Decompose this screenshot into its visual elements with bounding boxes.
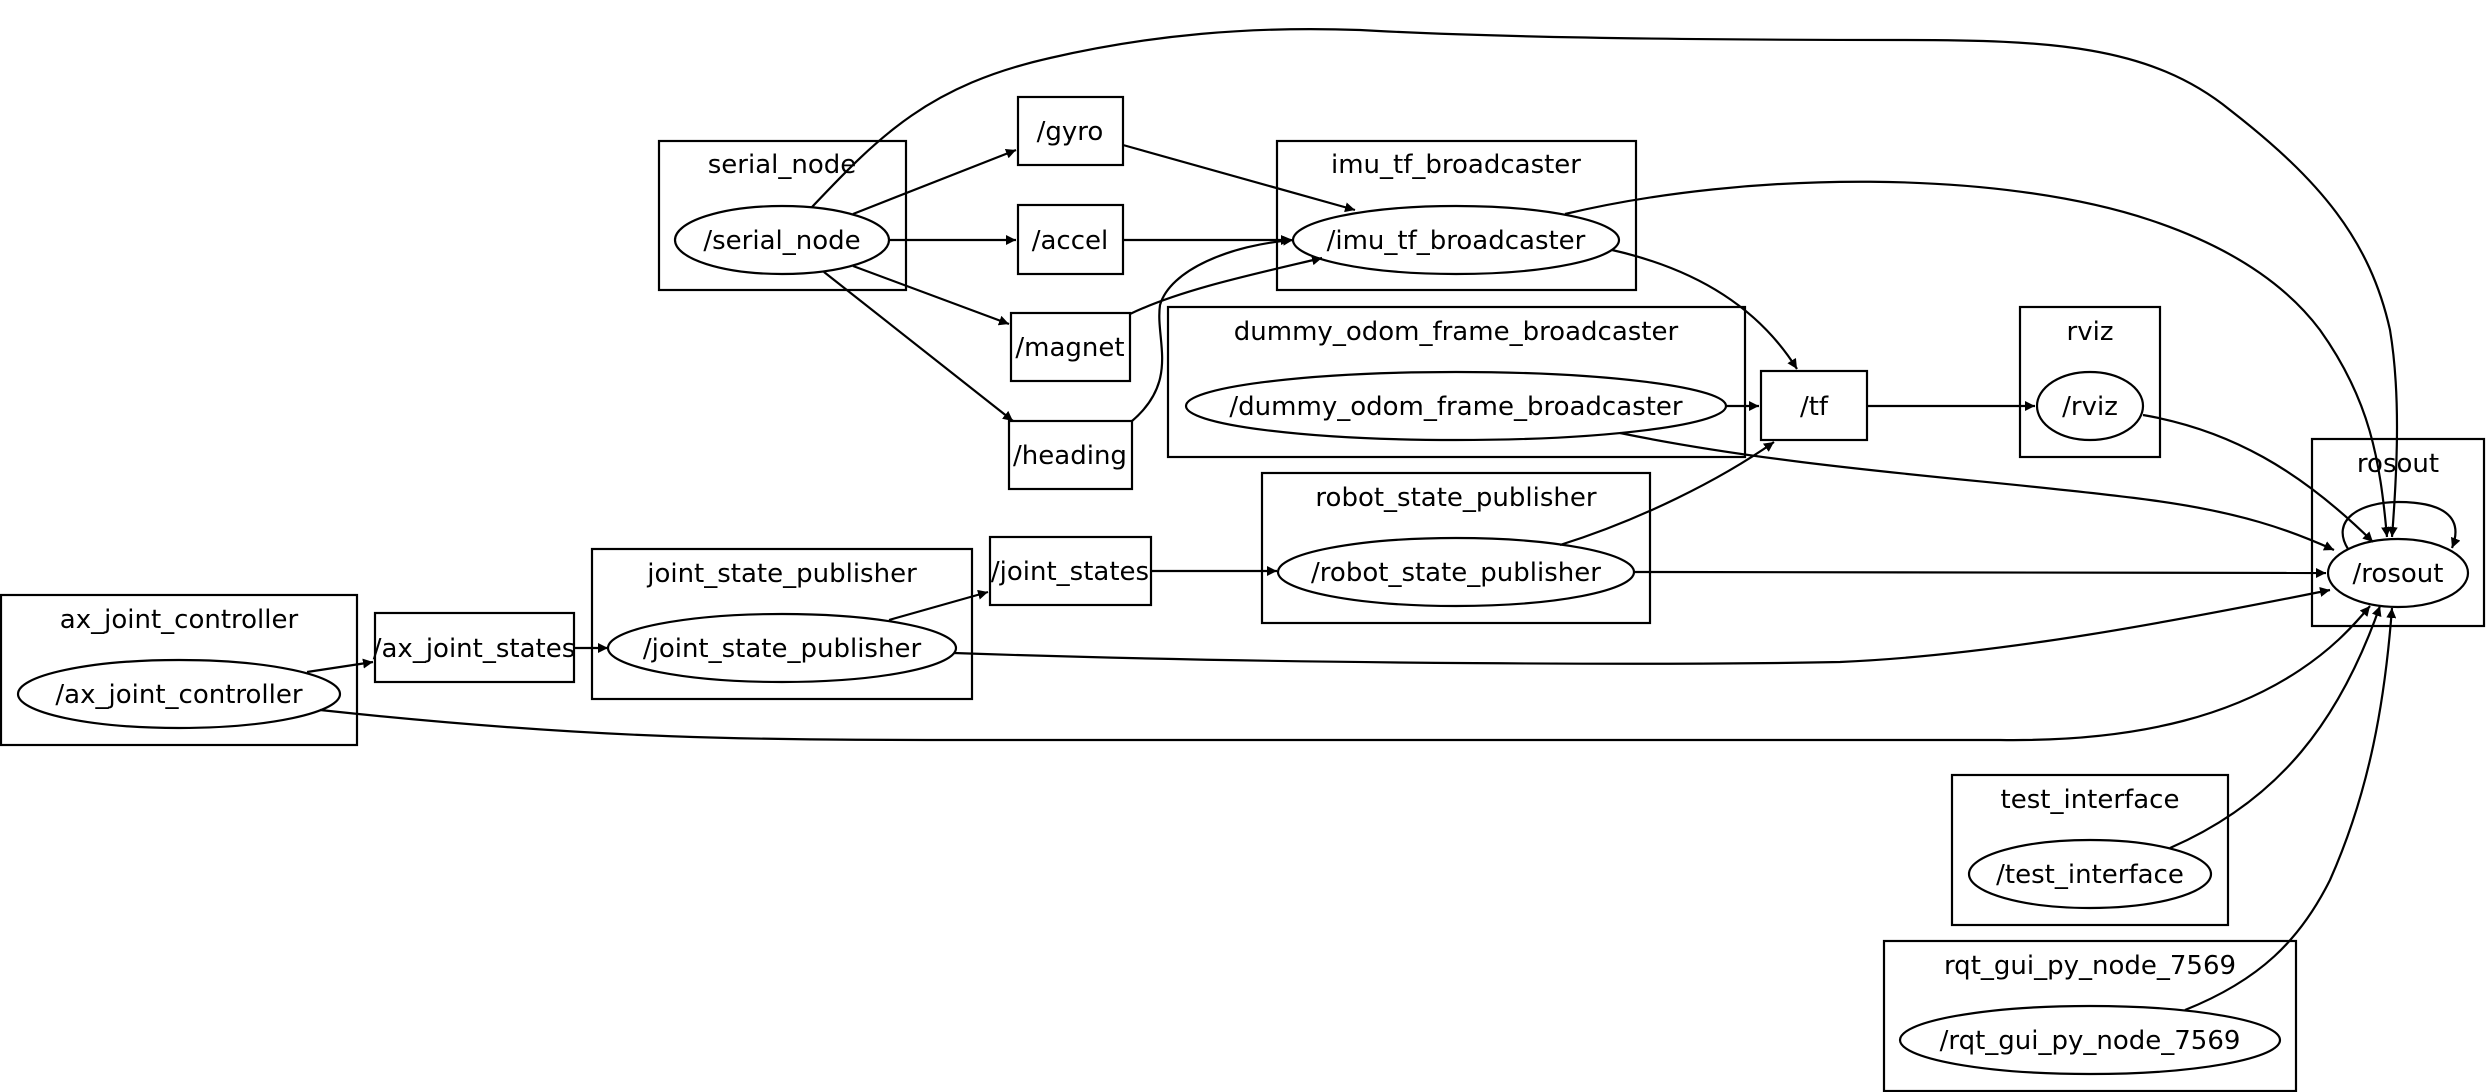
cluster-dummy-odom-frame-broadcaster: dummy_odom_frame_broadcaster [1166, 305, 1747, 459]
node-dummy-odom-frame-broadcaster[interactable]: /dummy_odom_frame_broadcaster [1184, 370, 1728, 442]
node-rqt-gui-py-node-7569[interactable]: /rqt_gui_py_node_7569 [1898, 1004, 2282, 1076]
edge-rosout-self-loop [2341, 500, 2461, 550]
node-label-ax-joint-controller: /ax_joint_controller [55, 680, 302, 710]
edge-robot-state-publisher-to-rosout [1633, 567, 2327, 578]
edge-robot-state-publisher-to-tf [1559, 441, 1775, 547]
cluster-test-interface: test_interface [1950, 773, 2230, 927]
cluster-label-rosout: rosout [2357, 449, 2439, 479]
node-imu-tf-broadcaster[interactable]: /imu_tf_broadcaster [1291, 204, 1621, 276]
edge-serial-node-to-heading [823, 271, 1014, 422]
edge-ax-joint-controller-to-rosout [319, 605, 2371, 742]
cluster-label-dummy-odom-frame-broadcaster: dummy_odom_frame_broadcaster [1234, 317, 1679, 347]
node-label-test-interface: /test_interface [1996, 860, 2184, 890]
topic-label-joint-states: /joint_states [991, 557, 1149, 587]
cluster-serial-node: serial_node [657, 139, 908, 292]
node-joint-state-publisher[interactable]: /joint_state_publisher [606, 612, 958, 684]
edge-ax-joint-controller-to-ax-joint-states [306, 658, 374, 674]
cluster-label-rviz: rviz [2067, 317, 2114, 347]
node-label-dummy-odom-frame-broadcaster: /dummy_odom_frame_broadcaster [1229, 392, 1682, 422]
edge-gyro-to-imu [1122, 143, 1356, 213]
topic-magnet[interactable]: /magnet [1009, 311, 1132, 383]
cluster-robot-state-publisher: robot_state_publisher [1260, 471, 1652, 625]
cluster-imu-tf-broadcaster: imu_tf_broadcaster [1275, 139, 1638, 292]
edge-joint-state-publisher-to-joint-states [888, 589, 989, 622]
node-label-imu-tf-broadcaster: /imu_tf_broadcaster [1327, 226, 1586, 256]
cluster-rosout: rosout [2310, 437, 2486, 628]
edge-imu-to-rosout [1564, 180, 2392, 538]
cluster-rqt-gui-py-node-7569: rqt_gui_py_node_7569 [1882, 939, 2298, 1092]
edge-test-interface-to-rosout [2169, 605, 2382, 850]
edge-dummy-odom-to-rosout [1619, 431, 2335, 552]
edge-heading-to-imu [1131, 235, 1294, 422]
topic-joint-states[interactable]: /joint_states [988, 535, 1153, 607]
topic-label-ax-joint-states: /ax_joint_states [373, 634, 576, 664]
edge-serial-node-to-rosout [811, 27, 2399, 538]
node-rviz[interactable]: /rviz [2035, 370, 2145, 442]
edge-serial-node-to-gyro [852, 148, 1017, 216]
node-serial-node[interactable]: /serial_node [673, 204, 891, 276]
edges [306, 27, 2461, 1012]
node-label-joint-state-publisher: /joint_state_publisher [643, 634, 922, 664]
cluster-ax-joint-controller: ax_joint_controller [0, 593, 359, 747]
topic-gyro[interactable]: /gyro [1016, 95, 1125, 167]
edge-rqt-gui-to-rosout [2184, 607, 2397, 1012]
topic-accel[interactable]: /accel [1016, 203, 1125, 276]
cluster-label-rqt-gui-py-node-7569: rqt_gui_py_node_7569 [1944, 951, 2236, 981]
node-label-rviz: /rviz [2062, 392, 2118, 422]
topic-label-tf: /tf [1800, 392, 1829, 422]
topic-ax-joint-states[interactable]: /ax_joint_states [373, 611, 576, 684]
topic-tf[interactable]: /tf [1759, 369, 1869, 442]
topic-heading[interactable]: /heading [1007, 419, 1134, 491]
node-label-robot-state-publisher: /robot_state_publisher [1311, 558, 1601, 588]
topic-label-heading: /heading [1013, 441, 1127, 471]
edge-rviz-to-rosout [2142, 413, 2374, 543]
cluster-rviz: rviz [2018, 305, 2162, 459]
node-label-rosout: /rosout [2353, 559, 2444, 589]
node-label-serial-node: /serial_node [703, 226, 860, 256]
topic-label-accel: /accel [1032, 226, 1109, 256]
node-rosout[interactable]: /rosout [2326, 537, 2470, 609]
cluster-label-test-interface: test_interface [2001, 785, 2180, 815]
node-label-rqt-gui-py-node-7569: /rqt_gui_py_node_7569 [1940, 1026, 2241, 1056]
cluster-joint-state-publisher: joint_state_publisher [590, 547, 974, 701]
edge-serial-node-to-magnet [852, 264, 1010, 326]
node-test-interface[interactable]: /test_interface [1967, 838, 2213, 910]
edge-joint-state-publisher-to-rosout [953, 587, 2331, 665]
node-robot-state-publisher[interactable]: /robot_state_publisher [1276, 536, 1636, 608]
cluster-label-serial-node: serial_node [708, 150, 857, 180]
topic-label-gyro: /gyro [1037, 117, 1104, 147]
cluster-label-robot-state-publisher: robot_state_publisher [1315, 483, 1596, 513]
topic-label-magnet: /magnet [1015, 333, 1124, 363]
cluster-label-joint-state-publisher: joint_state_publisher [646, 559, 917, 589]
edge-imu-to-tf [1611, 248, 1798, 370]
edge-magnet-to-imu [1129, 255, 1323, 315]
node-ax-joint-controller[interactable]: /ax_joint_controller [16, 658, 342, 730]
cluster-label-ax-joint-controller: ax_joint_controller [60, 605, 299, 635]
cluster-label-imu-tf-broadcaster: imu_tf_broadcaster [1331, 150, 1581, 180]
